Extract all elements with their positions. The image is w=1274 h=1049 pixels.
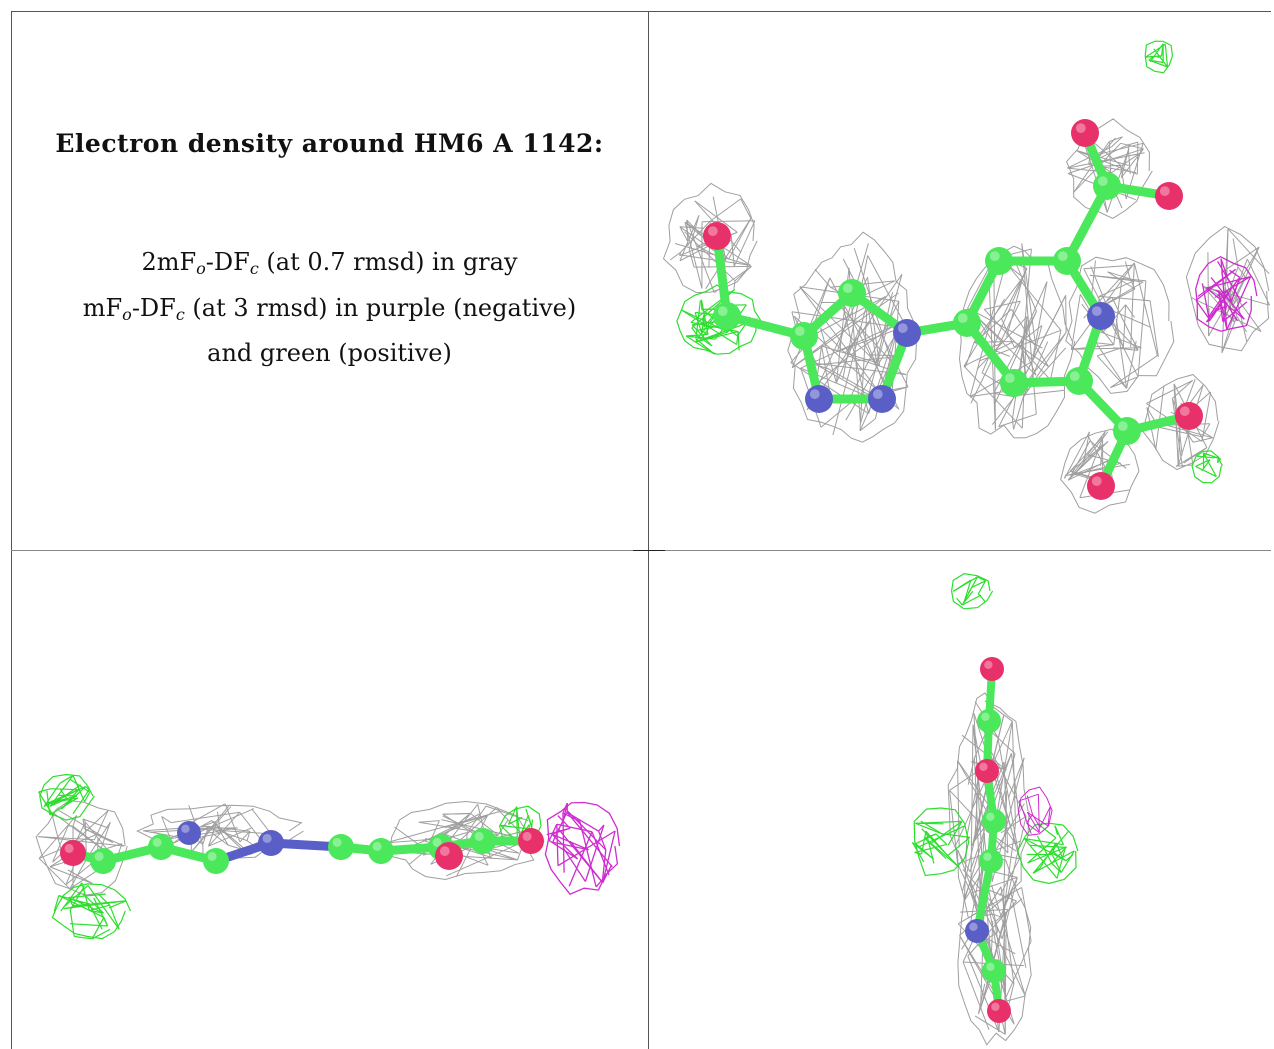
legend-line-colors: and green (positive)	[207, 339, 452, 367]
mesh-gray	[1142, 374, 1220, 471]
molecule-density-end-view	[649, 551, 1271, 1049]
atom	[518, 828, 544, 854]
atom	[987, 999, 1011, 1023]
atom-n3	[805, 385, 833, 413]
legend-line-fofc: mFo-DFc (at 3 rmsd) in purple (negative)	[82, 293, 577, 324]
atom	[368, 838, 394, 864]
molecule-density-top-view	[649, 11, 1271, 550]
mesh-gray	[1066, 118, 1153, 219]
grid-divider-tick	[633, 550, 665, 551]
atom-c10	[1113, 417, 1141, 445]
molecule-density-top-icon	[662, 40, 1271, 514]
molecule-density-side-view	[11, 551, 648, 1049]
atom	[258, 830, 284, 856]
atom-n4	[1087, 302, 1115, 330]
atom	[977, 709, 1001, 733]
atom	[965, 919, 989, 943]
atom-c3	[838, 279, 866, 307]
atom-c4	[953, 309, 981, 337]
atom	[470, 828, 496, 854]
atom-n	[177, 821, 201, 845]
caption-cell: Electron density around HM6 A 1142: 2mFo…	[11, 11, 648, 550]
caption-title: Electron density around HM6 A 1142:	[55, 129, 604, 158]
mesh-positive	[1144, 40, 1174, 74]
mesh-positive	[950, 572, 994, 610]
mesh-positive	[911, 807, 971, 877]
mesh-negative	[1017, 786, 1053, 836]
mesh-positive	[1016, 822, 1079, 885]
bond	[1062, 181, 1112, 266]
grid-divider-horizontal-left	[11, 550, 635, 551]
mesh-negative	[544, 801, 621, 895]
atom-o	[435, 842, 463, 870]
atom-o4	[1175, 402, 1203, 430]
atom-c7	[1065, 367, 1093, 395]
atom	[980, 657, 1004, 681]
atom	[60, 840, 86, 866]
atom	[979, 849, 1003, 873]
caption-legend: 2mFo-DFc (at 0.7 rmsd) in gray mFo-DFc (…	[11, 243, 648, 373]
atom-c5	[985, 247, 1013, 275]
molecule-density-side-icon	[35, 773, 621, 940]
atom	[90, 848, 116, 874]
mesh-negative	[1195, 255, 1258, 332]
grid-divider-horizontal-right	[665, 550, 1271, 551]
mesh-positive	[51, 882, 132, 940]
atom-c8	[1000, 369, 1028, 397]
atom	[148, 834, 174, 860]
atom-o2	[1071, 119, 1099, 147]
figure-grid: Electron density around HM6 A 1142: 2mFo…	[11, 11, 1271, 1049]
atom	[982, 809, 1006, 833]
atom-n2	[868, 385, 896, 413]
atom-o3	[1155, 182, 1183, 210]
atom	[982, 959, 1006, 983]
atom-o5	[1087, 472, 1115, 500]
atom-c1	[713, 302, 741, 330]
atom	[975, 759, 999, 783]
grid-divider-vertical	[648, 11, 649, 1049]
atom-o1	[703, 222, 731, 250]
mesh-positive	[1191, 450, 1223, 484]
legend-line-2fofc: 2mFo-DFc (at 0.7 rmsd) in gray	[141, 248, 518, 278]
atom-c9	[1093, 172, 1121, 200]
atom-n1	[893, 319, 921, 347]
atom	[328, 834, 354, 860]
atom-c6	[1053, 247, 1081, 275]
grid-border-left	[11, 11, 12, 1049]
atom-c2	[790, 322, 818, 350]
atom	[203, 848, 229, 874]
molecule-density-end-icon	[911, 572, 1079, 1046]
mesh-positive	[38, 773, 95, 821]
grid-border-top	[11, 11, 1271, 12]
